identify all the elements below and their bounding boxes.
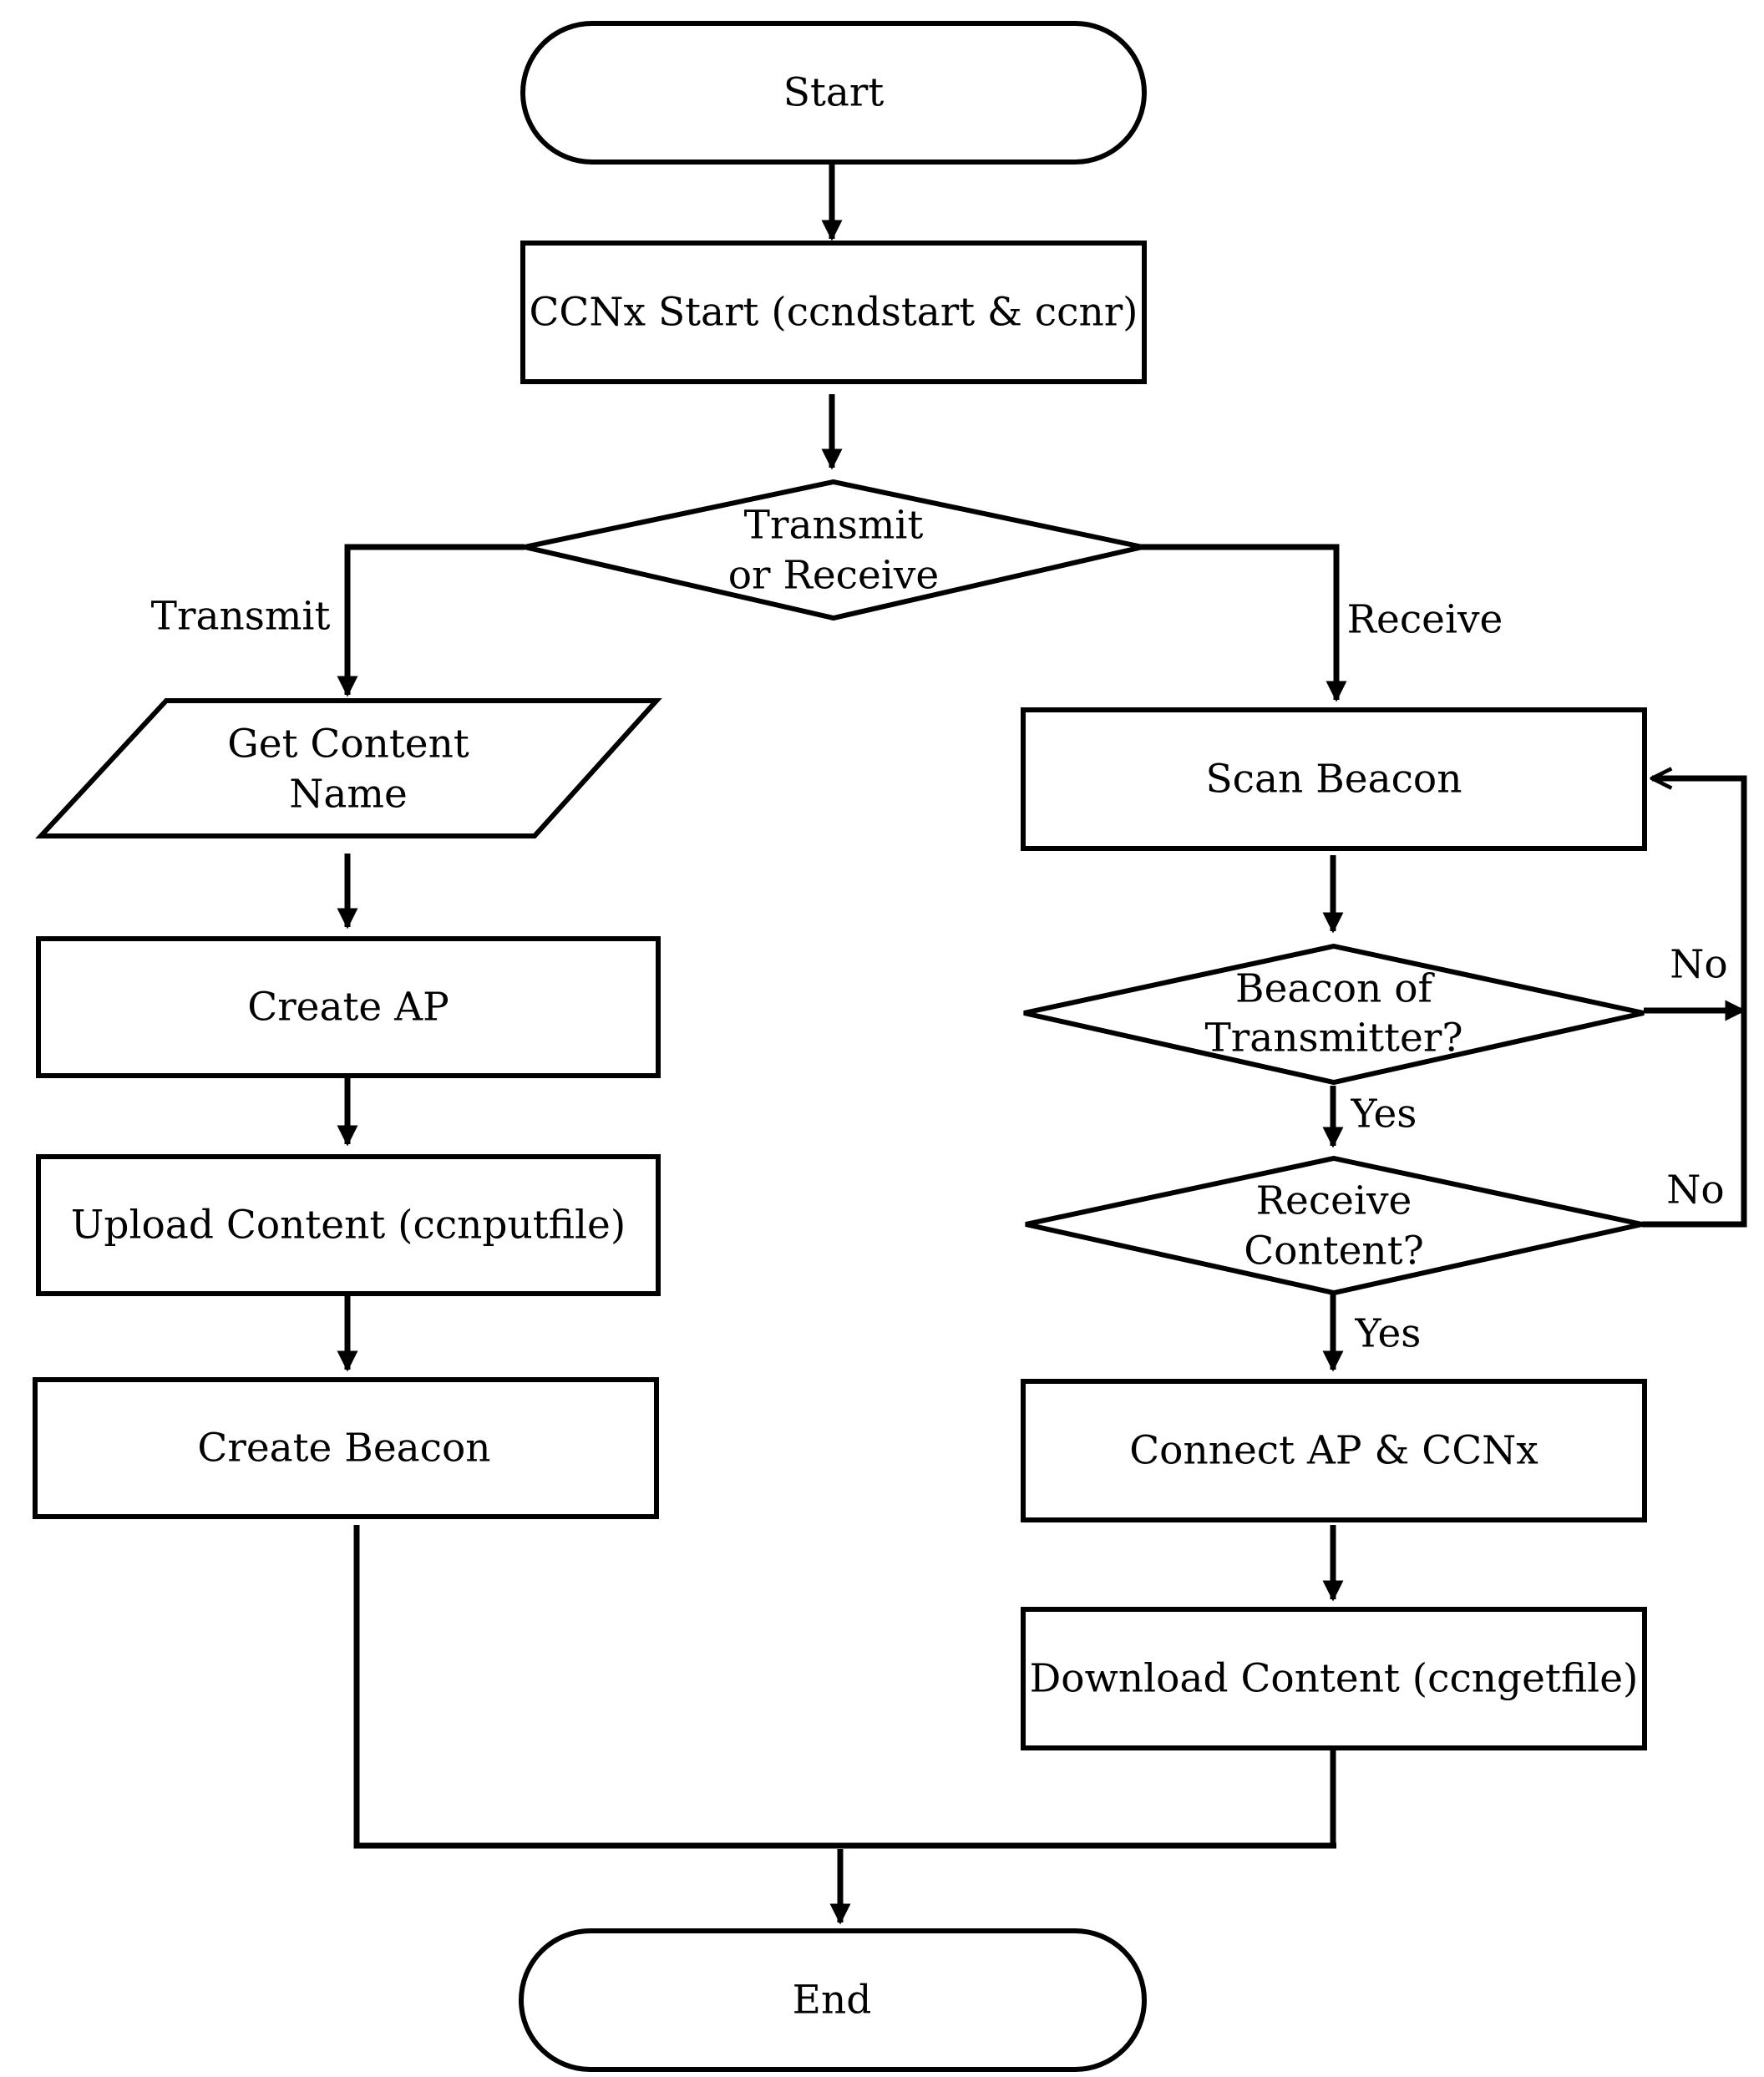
edge-label-no-receive: No (1666, 1168, 1724, 1213)
process-ccnx-start-label: CCNx Start (ccndstart & ccnr) (529, 290, 1138, 336)
process-upload-content: Upload Content (ccnputfile) (36, 1154, 661, 1296)
terminal-end-label: End (793, 1978, 872, 2024)
process-scan-beacon: Scan Beacon (1021, 707, 1647, 851)
decision-receive-content-label-2: Content? (1244, 1228, 1424, 1274)
connectors (337, 164, 1747, 1925)
process-download-content: Download Content (ccngetfile) (1021, 1607, 1647, 1750)
edge-label-yes-receive: Yes (1355, 1311, 1422, 1357)
terminal-start: Start (520, 21, 1147, 165)
decision-receive-content: Receive Content? (1025, 1155, 1643, 1296)
process-create-ap-label: Create AP (247, 985, 449, 1031)
arrow-receive-branch (1140, 544, 1347, 702)
process-create-ap: Create AP (36, 936, 661, 1078)
edge-label-yes-beacon: Yes (1351, 1092, 1417, 1137)
process-connect-ap-label: Connect AP & CCNx (1129, 1428, 1538, 1474)
edge-label-no-beacon: No (1670, 942, 1727, 988)
decision-beacon-of-transmitter-label-2: Transmitter? (1204, 1016, 1462, 1061)
process-scan-beacon-label: Scan Beacon (1205, 757, 1462, 803)
decision-receive-content-label-1: Receive (1256, 1178, 1412, 1224)
process-create-beacon: Create Beacon (33, 1377, 659, 1519)
process-connect-ap: Connect AP & CCNx (1021, 1379, 1647, 1522)
io-get-content-name-label-1: Get Content (227, 722, 469, 767)
line-transmit-merge (353, 1525, 1336, 1849)
io-get-content-name: Get Content Name (35, 698, 662, 838)
terminal-start-label: Start (783, 70, 885, 116)
process-download-content-label: Download Content (ccngetfile) (1030, 1656, 1639, 1702)
process-create-beacon-label: Create Beacon (197, 1426, 490, 1472)
edge-label-transmit: Transmit (151, 594, 331, 640)
decision-transmit-or-receive-label-1: Transmit (744, 503, 924, 549)
process-ccnx-start: CCNx Start (ccndstart & ccnr) (520, 241, 1147, 384)
decision-transmit-or-receive: Transmit or Receive (524, 479, 1143, 621)
decision-beacon-of-transmitter: Beacon of Transmitter? (1023, 943, 1645, 1086)
decision-transmit-or-receive-label-2: or Receive (728, 553, 939, 599)
edge-label-receive: Receive (1347, 597, 1503, 643)
terminal-end: End (519, 1928, 1147, 2072)
edge-labels: Transmit Receive No Yes No Yes (151, 594, 1728, 1357)
arrow-no-loop-to-scan (1642, 778, 1747, 1228)
process-upload-content-label: Upload Content (ccnputfile) (71, 1203, 626, 1249)
arrow-transmit-branch (337, 544, 525, 697)
io-get-content-name-label-2: Name (289, 772, 408, 818)
decision-beacon-of-transmitter-label-1: Beacon of (1235, 966, 1435, 1012)
